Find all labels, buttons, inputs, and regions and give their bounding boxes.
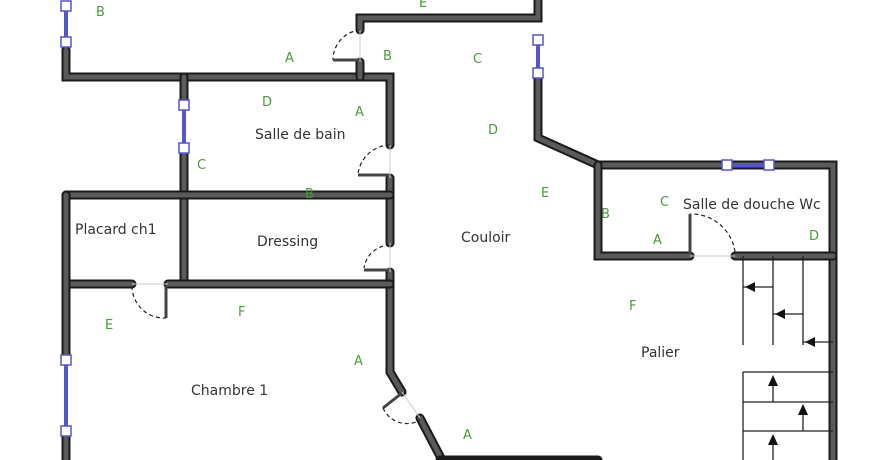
wall-label: B [305, 187, 314, 202]
wall-label: B [383, 49, 392, 64]
wall-label: A [653, 233, 662, 248]
room-placard: Placard ch1 [75, 222, 157, 238]
wall-label: C [197, 158, 206, 173]
wall-label: F [238, 305, 245, 320]
wall-label: B [601, 207, 610, 222]
wall-label: A [285, 51, 294, 66]
room-couloir: Couloir [461, 230, 511, 246]
room-chambre1: Chambre 1 [191, 383, 268, 399]
room-dressing: Dressing [257, 234, 318, 250]
wall-label: A [463, 428, 472, 443]
wall-label: B [96, 5, 105, 20]
windows [60, 0, 775, 437]
wall-label: A [355, 105, 364, 120]
wall-label: E [105, 318, 113, 333]
room-labels: Salle de bain Placard ch1 Dressing Coulo… [75, 127, 821, 399]
wall-labels: B E A B C D A D C E B C A D F E F A A B [96, 0, 819, 443]
doors [131, 29, 736, 425]
wall-label: F [629, 299, 636, 314]
wall-label: C [473, 52, 482, 67]
room-salle-de-douche: Salle de douche Wc [683, 197, 821, 213]
room-palier: Palier [641, 345, 680, 361]
wall-label: A [354, 354, 363, 369]
wall-label: E [541, 186, 549, 201]
wall-label: E [419, 0, 427, 11]
walls [61, 0, 838, 460]
wall-label: D [262, 95, 272, 110]
wall-label: D [488, 123, 498, 138]
staircase[interactable] [742, 256, 833, 460]
wall-label: D [809, 229, 819, 244]
room-salle-de-bain: Salle de bain [255, 127, 346, 143]
wall-label: C [660, 195, 669, 210]
